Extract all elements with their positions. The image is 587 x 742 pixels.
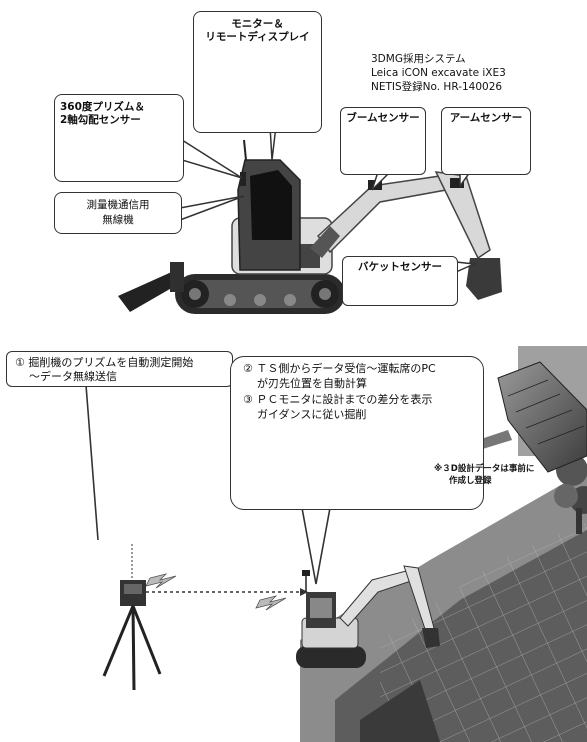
bottom-excavator [296, 565, 440, 668]
system-info-line2: Leica iCON excavate iXE3 [371, 67, 506, 79]
prism-callout: 360度プリズム＆ 2軸勾配センサー [54, 94, 184, 182]
steps-callout: ② ＴＳ側からデータ受信～運転席のPC が刃先位置を自動計算 ③ ＰＣモニタに設… [230, 356, 484, 510]
monitor-callout-line1: モニター＆ [231, 18, 284, 30]
design-note-line1: ※３D設計データは事前に [434, 464, 535, 474]
design-note-line2: 作成し登録 [449, 476, 492, 486]
top-excavator [118, 139, 502, 314]
monitor-callout-line2: リモートディスプレイ [205, 31, 310, 43]
step2-line2: が刃先位置を自動計算 [257, 377, 367, 390]
step3-line1: ③ ＰＣモニタに設計までの差分を表示 [243, 393, 433, 406]
boom-sensor-callout: ブームセンサー [340, 107, 426, 175]
bucket-sensor-label: バケットセンサー [358, 261, 442, 273]
radio-callout-line2: 無線機 [102, 214, 134, 226]
system-info-line3: NETIS登録No. HR-140026 [371, 81, 503, 93]
arm-sensor-callout: アームセンサー [441, 107, 531, 175]
boom-sensor-label: ブームセンサー [346, 112, 420, 124]
wireless-signal-icon [145, 573, 287, 611]
prism-callout-line2: 2軸勾配センサー [60, 114, 141, 126]
step3-line2: ガイダンスに従い掘削 [257, 408, 367, 421]
terrain-slope [300, 470, 587, 742]
arm-sensor-label: アームセンサー [449, 112, 523, 124]
step2-line1: ② ＴＳ側からデータ受信～運転席のPC [243, 362, 436, 375]
total-station-icon [102, 544, 162, 691]
step1-line2: ～データ無線送信 [29, 370, 117, 383]
bucket-sensor-callout: バケットセンサー [342, 256, 458, 306]
step1-callout: ① 掘削機のプリズムを自動測定開始 ～データ無線送信 [6, 351, 233, 387]
radio-callout: 測量機通信用 無線機 [54, 192, 182, 234]
system-info-line1: 3DMG採用システム [371, 53, 466, 65]
monitor-callout: モニター＆ リモートディスプレイ [193, 11, 322, 133]
step1-line1: ① 掘削機のプリズムを自動測定開始 [15, 356, 194, 369]
design-surface-3d [497, 346, 587, 473]
radio-callout-line1: 測量機通信用 [86, 199, 150, 211]
prism-callout-line1: 360度プリズム＆ [60, 101, 145, 113]
